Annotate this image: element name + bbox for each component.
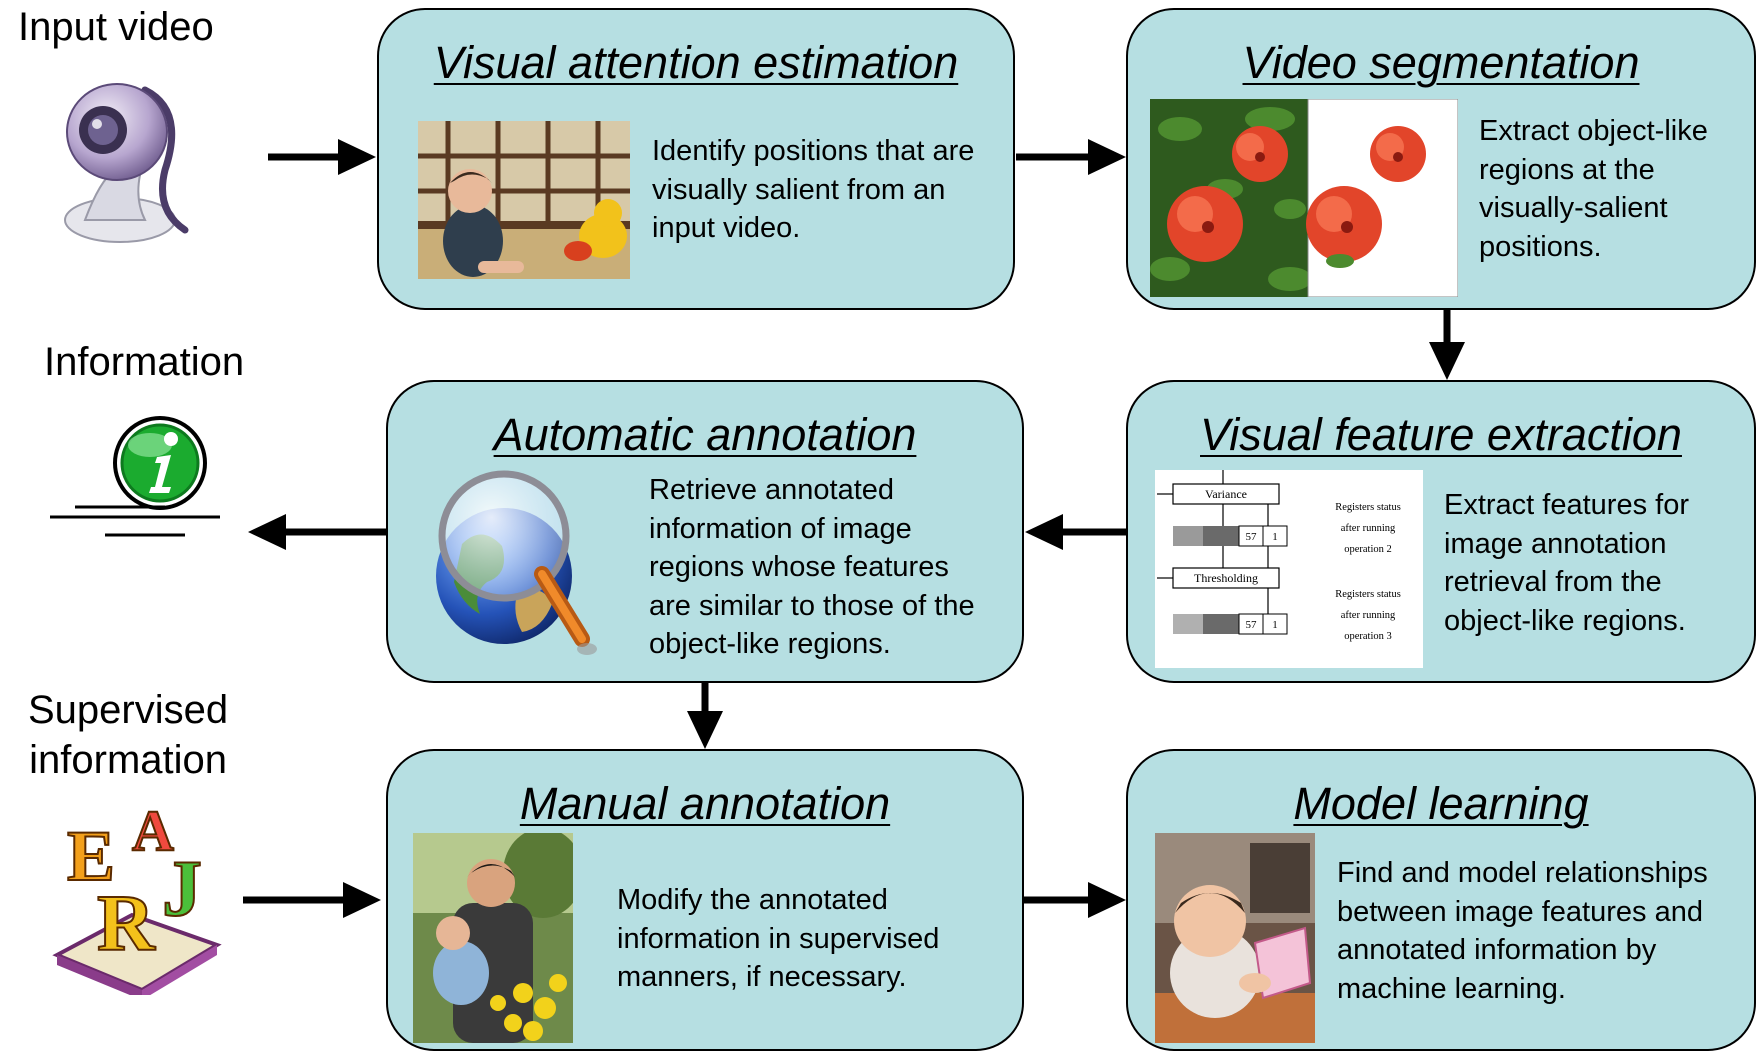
status1-line1: Registers status <box>1335 502 1401 513</box>
svg-text:E: E <box>67 816 115 896</box>
op1-label: Variance <box>1205 487 1247 501</box>
alphabet-book-icon: E A J R <box>52 805 222 995</box>
step-automatic-annotation: Automatic annotation Retrieve annotated … <box>386 380 1024 683</box>
arrow-input-to-attention <box>268 139 376 175</box>
step-title: Model learning <box>1293 778 1589 829</box>
hibiscus-segmentation-photo <box>1150 99 1458 297</box>
step-manual-annotation: Manual annotation Modify the annotated i… <box>386 749 1024 1051</box>
arrow-manual-to-model <box>1024 882 1126 918</box>
register-b-1: 1 <box>1272 531 1278 543</box>
arrow-segmentation-to-feature <box>1429 310 1465 380</box>
status2-line1: Registers status <box>1335 589 1401 600</box>
status2-line3: operation 3 <box>1344 631 1392 642</box>
step-description: Identify positions that are visually sal… <box>652 135 975 244</box>
step-video-segmentation: Video segmentation Extract object-like r… <box>1126 8 1756 310</box>
step-title: Visual feature extraction <box>1200 409 1682 460</box>
info-icon <box>45 405 225 545</box>
step-description: Modify the annotated information in supe… <box>617 884 940 993</box>
step-visual-feature-extraction: Visual feature extraction Variance Thres… <box>1126 380 1756 683</box>
step-visual-attention-estimation: Visual attention estimation Identify pos… <box>377 8 1015 310</box>
step-title: Manual annotation <box>519 778 891 829</box>
step-description: Find and model relationships between ima… <box>1337 857 1708 1005</box>
step-description: Extract object-like regions at the visua… <box>1479 115 1708 263</box>
information-label: Information <box>44 340 245 384</box>
input-video-label: Input video <box>18 5 214 49</box>
step-description: Retrieve annotated information of image … <box>649 474 975 660</box>
arrow-automatic-to-manual <box>687 683 723 749</box>
status1-line3: operation 2 <box>1344 544 1392 555</box>
arrow-attention-to-segmentation <box>1016 139 1126 175</box>
arrow-automatic-to-information <box>248 514 388 550</box>
arrow-supervised-to-manual <box>243 882 381 918</box>
arrow-feature-to-automatic <box>1025 514 1128 550</box>
status2-line2: after running <box>1341 610 1396 621</box>
baby-with-book-photo <box>1155 833 1315 1043</box>
register-status-diagram: Variance Thresholding 57 1 57 1 Register… <box>1155 470 1423 668</box>
step-title: Video segmentation <box>1242 37 1640 88</box>
globe-magnifier-icon <box>432 464 602 664</box>
svg-text:J: J <box>162 845 202 933</box>
register-a-2: 57 <box>1246 619 1258 631</box>
step-model-learning: Model learning Find and model relationsh… <box>1126 749 1756 1051</box>
child-sitting-photo <box>418 121 630 279</box>
webcam-icon <box>45 70 220 250</box>
register-a-1: 57 <box>1246 531 1258 543</box>
svg-text:R: R <box>97 880 156 968</box>
status1-line2: after running <box>1341 523 1396 534</box>
op2-label: Thresholding <box>1194 571 1258 585</box>
supervised-information-label: Supervised information <box>28 688 229 782</box>
father-child-photo <box>413 833 573 1043</box>
step-description: Extract features for image annotation re… <box>1444 489 1689 637</box>
svg-text:A: A <box>132 805 174 863</box>
register-b-2: 1 <box>1272 619 1278 631</box>
step-title: Automatic annotation <box>493 409 917 460</box>
step-title: Visual attention estimation <box>433 37 959 88</box>
